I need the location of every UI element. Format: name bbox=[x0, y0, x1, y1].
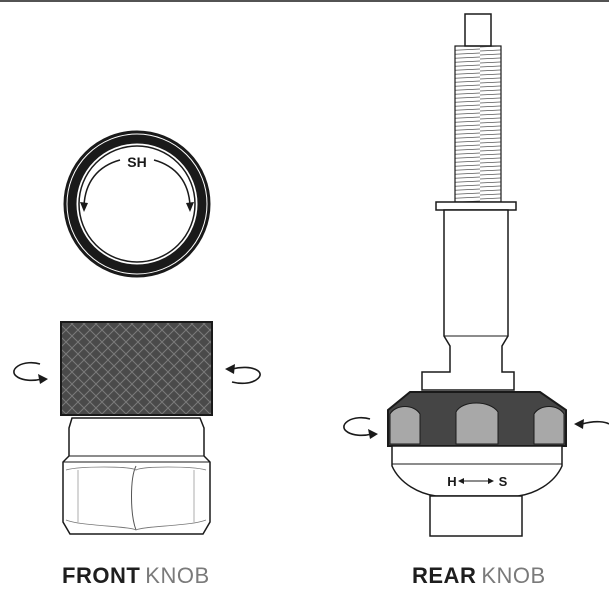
double-arrow-icon bbox=[458, 478, 494, 484]
rear-knob: H S bbox=[343, 13, 609, 537]
threaded-stud bbox=[454, 13, 502, 203]
rear-label-left: H bbox=[447, 474, 456, 489]
front-caption-bold: FRONT bbox=[62, 563, 141, 588]
rear-knob-collar bbox=[387, 391, 567, 447]
shaft-body bbox=[421, 201, 517, 391]
knurled-cap bbox=[60, 321, 213, 416]
rotate-left-arrow-icon bbox=[83, 159, 121, 207]
rotate-left-arrow-icon bbox=[13, 361, 43, 382]
rotate-left-arrow-icon bbox=[343, 416, 373, 437]
front-knob-top-view: SH bbox=[63, 130, 211, 278]
rear-label-right: S bbox=[499, 474, 508, 489]
rear-caption-light: KNOB bbox=[481, 563, 546, 588]
front-knob: SH bbox=[13, 130, 261, 535]
rotate-right-arrow-icon bbox=[581, 420, 609, 425]
rear-caption-bold: REAR bbox=[412, 563, 477, 588]
front-caption-light: KNOB bbox=[145, 563, 210, 588]
dial-label: SH bbox=[127, 154, 146, 170]
rotate-right-arrow-icon bbox=[153, 159, 191, 207]
rotate-right-arrow-icon bbox=[231, 366, 261, 385]
rear-knob-base: H S bbox=[391, 445, 563, 537]
front-knob-side-view bbox=[13, 321, 261, 535]
